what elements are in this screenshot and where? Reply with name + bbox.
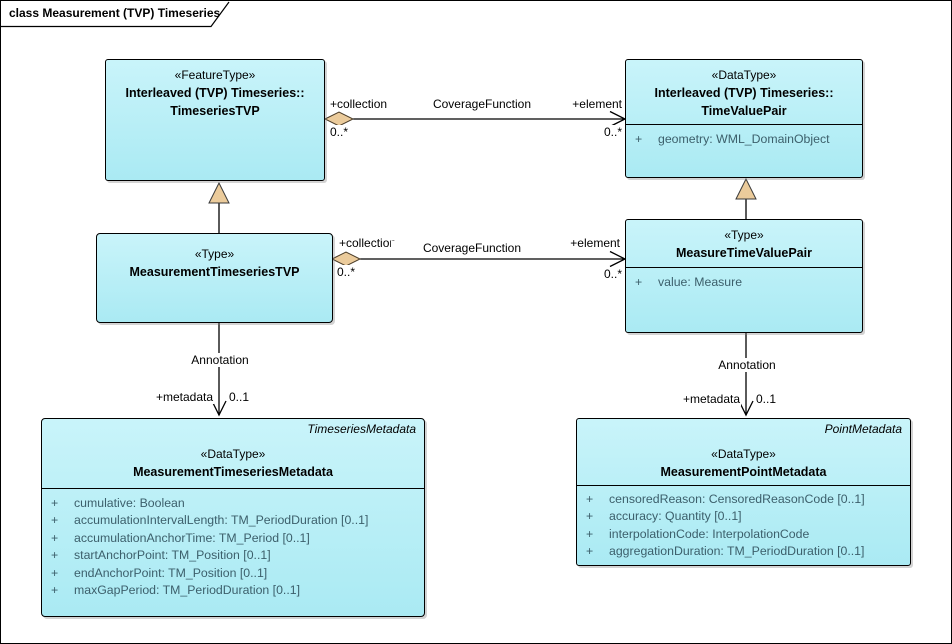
corner-type-label: PointMetadata: [824, 422, 902, 436]
target-role-label: +element: [541, 97, 623, 111]
diagram-title: class Measurement (TVP) Timeseries: [9, 6, 221, 20]
class-name: MeasurementPointMetadata: [660, 465, 827, 479]
aggregation-diamond-icon: [330, 251, 362, 267]
attribute-text: accumulationAnchorTime: TM_Period [0..1]: [74, 530, 310, 545]
target-cardinality-label: 0..1: [755, 392, 778, 406]
attribute-text: maxGapPeriod: TM_PeriodDuration [0..1]: [74, 583, 301, 598]
attribute-text: accumulationIntervalLength: TM_PeriodDur…: [74, 513, 369, 528]
attribute-visibility: +: [51, 583, 59, 598]
attribute-text: cumulative: Boolean: [74, 495, 185, 510]
source-role-label: +collection: [329, 97, 389, 111]
attribute-row[interactable]: + accumulationIntervalLength: TM_PeriodD…: [42, 512, 424, 530]
attribute-visibility: +: [635, 131, 643, 146]
connector-name-label: CoverageFunction: [401, 97, 563, 111]
connector-name-label: Annotation: [159, 353, 281, 367]
attribute-row[interactable]: + startAnchorPoint: TM_Position [0..1]: [42, 547, 424, 565]
class-name: MeasurementTimeseriesTVP: [129, 265, 300, 279]
attribute-visibility: +: [586, 526, 594, 541]
class-name: TimeseriesTVP: [170, 104, 260, 118]
class-time-value-pair[interactable]: «DataType» Interleaved (TVP) Timeseries:…: [625, 59, 863, 178]
stereotype-label: «DataType»: [711, 68, 777, 82]
target-cardinality-label: 0..*: [581, 125, 623, 139]
attribute-row[interactable]: + geometry: WML_DomainObject: [626, 130, 862, 148]
open-arrowhead-icon: [609, 250, 627, 268]
attribute-visibility: +: [586, 509, 594, 524]
class-measurement-timeseries-tvp[interactable]: «Type» MeasurementTimeseriesTVP: [96, 233, 333, 323]
source-cardinality-label: 0..*: [336, 265, 357, 279]
attribute-text: startAnchorPoint: TM_Position [0..1]: [74, 548, 271, 563]
attribute-visibility: +: [51, 548, 59, 563]
connector-name-label: Annotation: [686, 358, 808, 372]
attribute-visibility: +: [635, 274, 643, 289]
target-role-label: +element: [541, 236, 621, 250]
attribute-visibility: +: [586, 544, 594, 559]
attribute-row[interactable]: + value: Measure: [626, 273, 862, 291]
attribute-row[interactable]: + interpolationCode: InterpolationCode: [577, 525, 910, 543]
attribute-visibility: +: [51, 495, 59, 510]
attribute-text: geometry: WML_DomainObject: [658, 131, 830, 146]
attribute-visibility: +: [51, 513, 59, 528]
attribute-visibility: +: [586, 491, 594, 506]
class-timeseries-tvp[interactable]: «FeatureType» Interleaved (TVP) Timeseri…: [105, 59, 325, 181]
source-cardinality-label: 0..*: [329, 125, 350, 139]
attribute-row[interactable]: + aggregationDuration: TM_PeriodDuration…: [577, 543, 910, 561]
target-role-label: +metadata: [649, 392, 741, 406]
class-name: MeasurementTimeseriesMetadata: [133, 465, 333, 479]
aggregation-diamond-icon: [323, 111, 355, 127]
stereotype-label: «Type»: [724, 228, 764, 242]
stereotype-label: «DataType»: [711, 447, 776, 461]
attribute-row[interactable]: + censoredReason: CensoredReasonCode [0.…: [577, 490, 910, 508]
class-scope: Interleaved (TVP) Timeseries::: [125, 86, 305, 100]
target-cardinality-label: 0..1: [228, 390, 251, 404]
attribute-row[interactable]: + accuracy: Quantity [0..1]: [577, 508, 910, 526]
annotation-arrowhead-icon: [738, 400, 754, 417]
attribute-visibility: +: [51, 565, 59, 580]
attribute-text: endAnchorPoint: TM_Position [0..1]: [74, 565, 268, 580]
stereotype-label: «Type»: [194, 247, 235, 261]
target-cardinality-label: 0..*: [581, 267, 623, 281]
attribute-row[interactable]: + cumulative: Boolean: [42, 494, 424, 512]
attribute-text: censoredReason: CensoredReasonCode [0..1…: [609, 491, 865, 506]
attribute-text: accuracy: Quantity [0..1]: [609, 509, 742, 524]
class-scope: Interleaved (TVP) Timeseries::: [654, 86, 834, 100]
target-role-label: +metadata: [122, 390, 214, 404]
corner-type-label: TimeseriesMetadata: [307, 422, 416, 436]
generalization-triangle-icon: [735, 177, 757, 200]
stereotype-label: «FeatureType»: [174, 68, 256, 82]
attribute-visibility: +: [51, 530, 59, 545]
attribute-row[interactable]: + maxGapPeriod: TM_PeriodDuration [0..1]: [42, 582, 424, 600]
class-measurement-point-metadata[interactable]: PointMetadata «DataType» MeasurementPoin…: [576, 418, 911, 566]
class-measure-time-value-pair[interactable]: «Type» MeasureTimeValuePair + value: Mea…: [625, 219, 863, 333]
class-name: TimeValuePair: [701, 104, 787, 118]
class-measurement-timeseries-metadata[interactable]: TimeseriesMetadata «DataType» Measuremen…: [41, 418, 425, 617]
attribute-text: interpolationCode: InterpolationCode: [609, 526, 810, 541]
attribute-text: value: Measure: [658, 274, 743, 289]
attribute-text: aggregationDuration: TM_PeriodDuration […: [609, 544, 865, 559]
connector-name-label: CoverageFunction: [391, 241, 553, 255]
source-role-label: +collection: [338, 236, 398, 250]
generalization-triangle-icon: [208, 181, 230, 204]
attribute-row[interactable]: + endAnchorPoint: TM_Position [0..1]: [42, 564, 424, 582]
attribute-row[interactable]: + accumulationAnchorTime: TM_Period [0..…: [42, 529, 424, 547]
class-name: MeasureTimeValuePair: [676, 246, 812, 260]
stereotype-label: «DataType»: [200, 447, 266, 461]
annotation-arrowhead-icon: [211, 400, 227, 417]
